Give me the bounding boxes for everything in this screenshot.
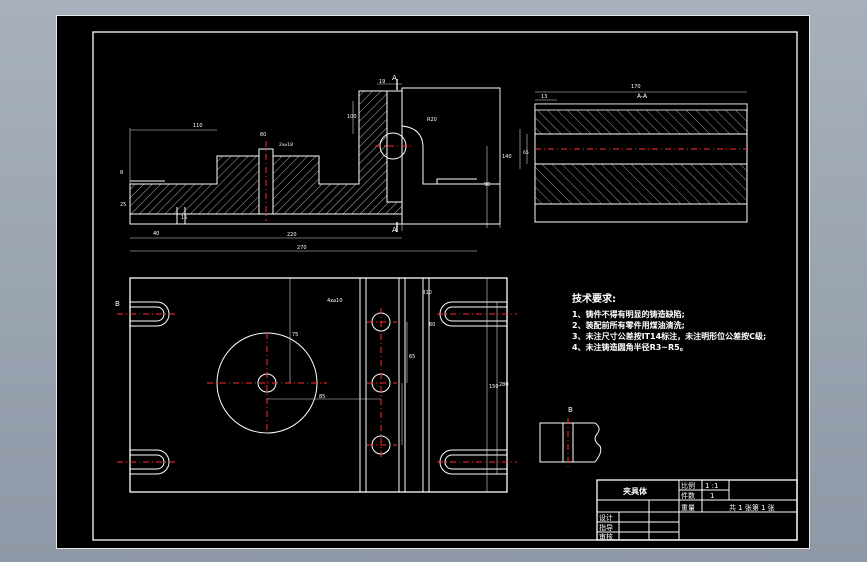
dim-19: 19 xyxy=(379,79,385,85)
inner-border xyxy=(92,31,798,541)
dim-270: 270 xyxy=(297,245,307,251)
view-mark-b-top: B xyxy=(115,300,120,308)
detail-b-view: B xyxy=(539,406,602,467)
dim-R10: R10 xyxy=(422,290,432,296)
dim-280: 280 xyxy=(499,382,509,388)
tech-note-2: 2、装配前所有零件用煤油清洗; xyxy=(572,320,685,330)
dim-65b: 65 xyxy=(409,354,415,360)
section-mark-a-top: A xyxy=(392,74,397,82)
dim-4x10: 4x⌀10 xyxy=(327,298,343,304)
dim-90: 90 xyxy=(484,182,490,188)
tech-note-4: 4、未注铸造圆角半径R3~R5。 xyxy=(572,342,688,352)
title-block: 夹具体 比例 1 :1 件数 1 重量 共 1 张第 1 张 设计 指导 审核 xyxy=(596,479,798,541)
dim-75: 75 xyxy=(292,332,298,338)
designer-label: 设计 xyxy=(599,513,613,522)
part-name: 夹具体 xyxy=(623,486,648,496)
dim-2x18: 2x⌀18 xyxy=(279,142,293,148)
dim-220: 220 xyxy=(287,232,297,238)
dim-100: 100 xyxy=(347,114,357,120)
front-view: A A 110 270 220 40 25 8 15 60 2x⌀18 19 R… xyxy=(120,74,512,252)
dim-R20: R20 xyxy=(427,117,437,123)
dim-60: 60 xyxy=(260,132,266,138)
tech-note-3: 3、未注尺寸公差按IT14标注，未注明形位公差按C级; xyxy=(572,331,766,341)
dim-110: 110 xyxy=(193,123,203,129)
reviewer-label: 审核 xyxy=(599,532,613,541)
sheet-info: 共 1 张第 1 张 xyxy=(729,503,775,512)
tech-notes-title: 技术要求: xyxy=(572,292,616,305)
dim-150: 150 xyxy=(489,384,499,390)
drawing-canvas: A A 110 270 220 40 25 8 15 60 2x⌀18 19 R… xyxy=(92,31,798,541)
dim-13: 13 xyxy=(541,94,547,100)
drafter-label: 指导 xyxy=(599,523,613,532)
dim-15: 15 xyxy=(181,215,187,221)
scale-value: 1 :1 xyxy=(705,482,719,490)
dim-8: 8 xyxy=(120,170,123,176)
tech-note-1: 1、铸件不得有明显的铸造缺陷; xyxy=(572,309,685,319)
top-view: B 4x⌀10 R10 75 85 65 150 280 60 xyxy=(115,277,517,493)
drawing-sheet: A A 110 270 220 40 25 8 15 60 2x⌀18 19 R… xyxy=(56,15,810,549)
scale-label: 比例 xyxy=(681,481,695,490)
dim-25: 25 xyxy=(120,202,126,208)
detail-b-label: B xyxy=(568,406,573,414)
dim-85: 85 xyxy=(319,394,325,400)
qty-label: 件数 xyxy=(681,491,695,500)
dim-40: 40 xyxy=(153,231,159,237)
dim-170: 170 xyxy=(631,84,641,90)
qty-value: 1 xyxy=(710,492,714,500)
section-mark-a-bottom: A xyxy=(392,226,397,234)
section-a-a-view: A-A 170 13 65 xyxy=(519,84,748,223)
section-a-a-label: A-A xyxy=(637,93,648,100)
technical-requirements: 技术要求: 1、铸件不得有明显的铸造缺陷; 2、装配前所有零件用煤油清洗; 3、… xyxy=(572,292,766,352)
weight-label: 重量 xyxy=(681,504,695,512)
dim-140: 140 xyxy=(502,154,512,160)
dim-60b: 60 xyxy=(429,322,435,328)
dim-65: 65 xyxy=(523,150,529,156)
